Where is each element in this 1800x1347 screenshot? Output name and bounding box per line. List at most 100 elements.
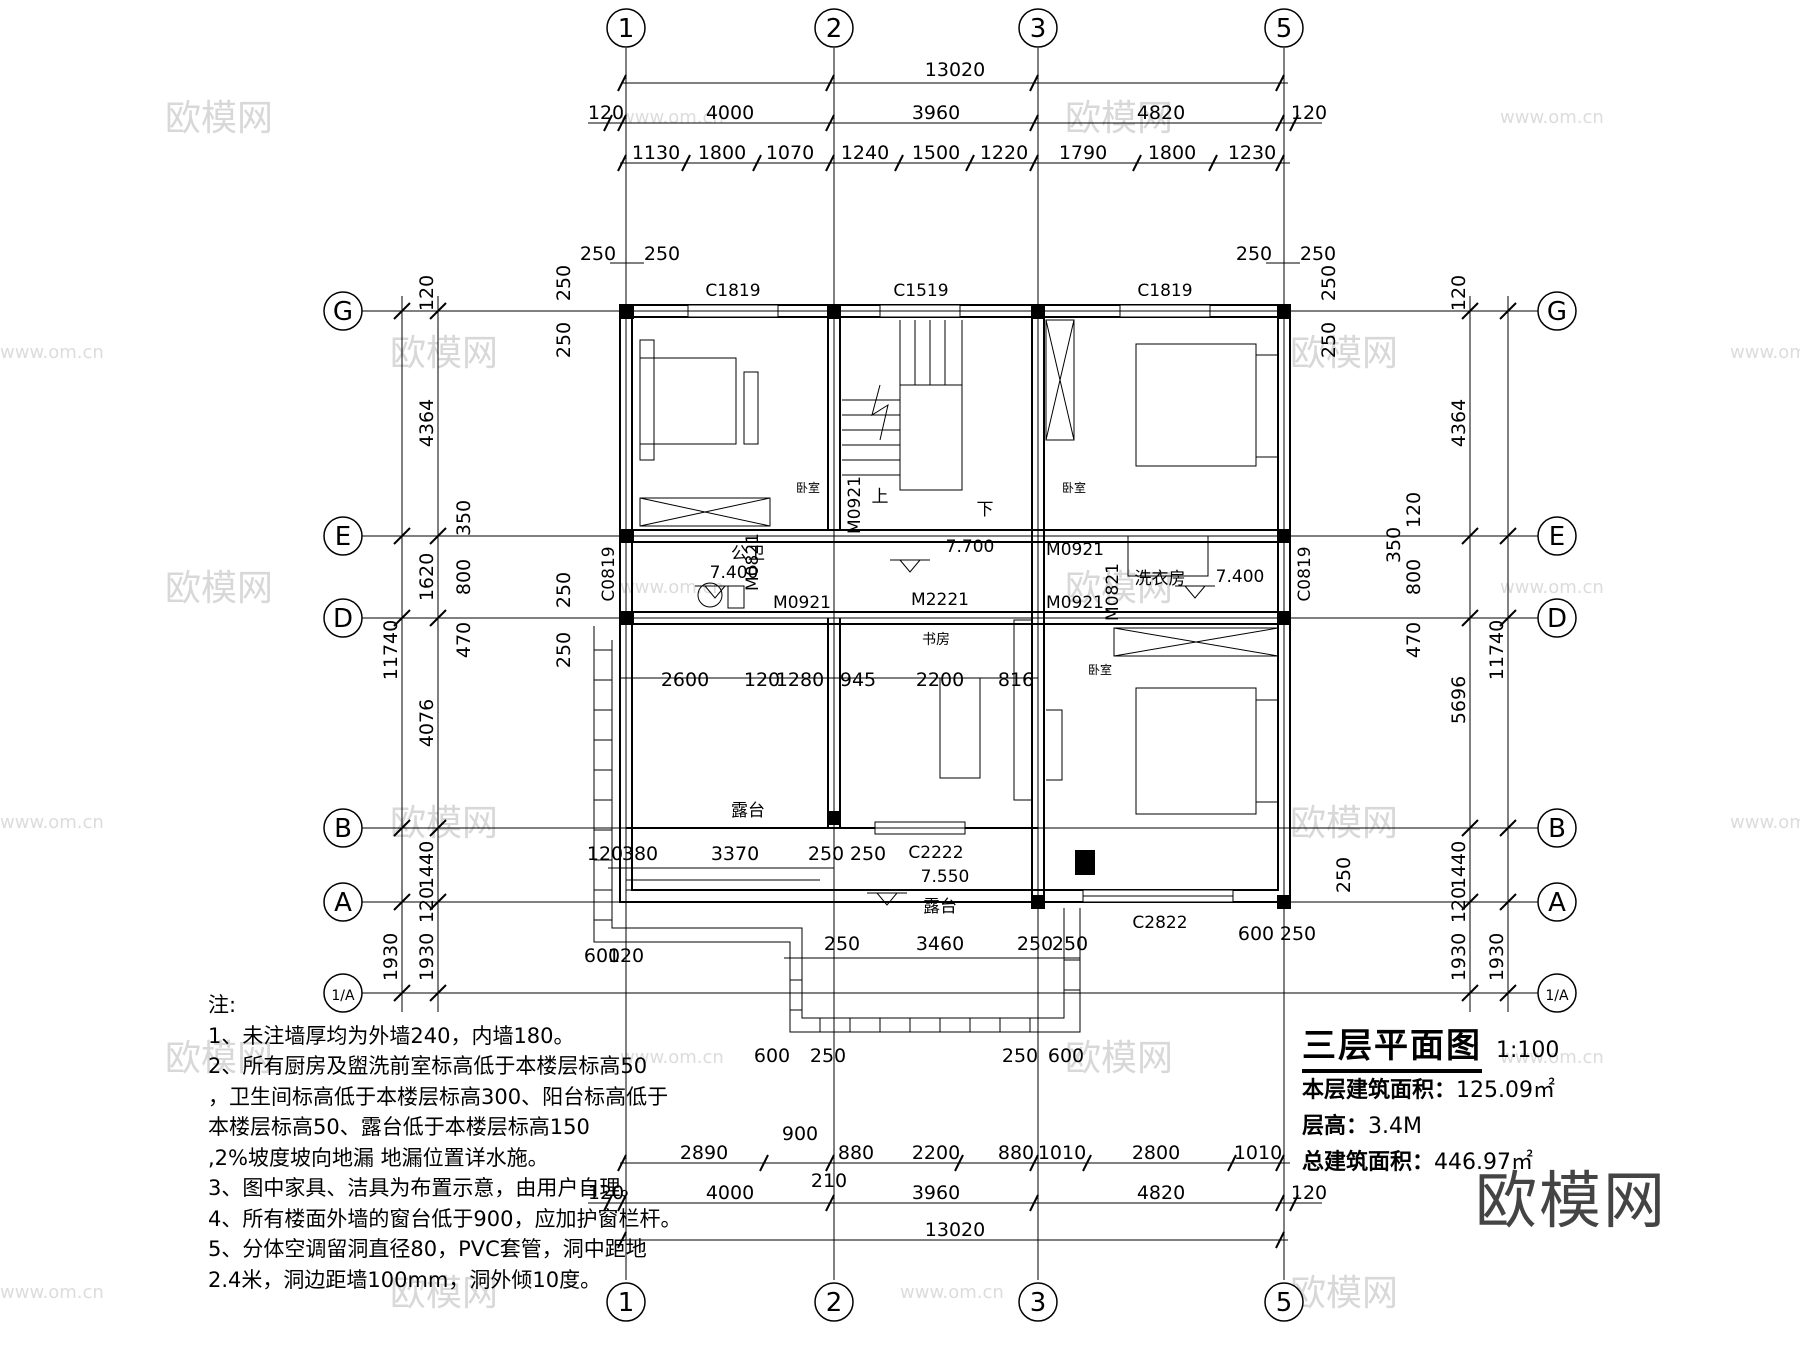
- note-line: ,2%坡度坡向地漏 地漏位置详水施。: [208, 1145, 549, 1170]
- axis-bubbles: [323, 8, 1577, 1322]
- watermark-url: www.om.cn: [1730, 812, 1800, 833]
- axis-label-left: E: [335, 522, 351, 552]
- watermark-url: www.om.cn: [0, 342, 104, 363]
- watermark-brand: 欧模网: [390, 333, 498, 374]
- watermark-brand: 欧模网: [165, 98, 273, 139]
- dim-right: 350: [1383, 527, 1405, 563]
- window-label: C2222: [908, 843, 963, 863]
- dim-top-total: 13020: [925, 59, 985, 81]
- axis-label-left: G: [333, 297, 353, 327]
- watermark-url: www.om.cn: [1730, 342, 1800, 363]
- watermark-layer: 欧模网 欧模网 欧模网 欧模网 欧模网 欧模网 欧模网 欧模网 欧模网 欧模网 …: [0, 98, 1800, 1314]
- dim-wall: 250: [1236, 243, 1272, 265]
- dim-wall: 250: [1300, 243, 1336, 265]
- window-label: C1819: [705, 281, 760, 301]
- watermark-brand: 欧模网: [1290, 333, 1398, 374]
- dim-left: 350: [453, 500, 475, 536]
- dim-bottom-detail: 210: [811, 1170, 847, 1192]
- title-scale: 1:100: [1496, 1038, 1560, 1063]
- dim-bottom-detail: 880: [838, 1142, 874, 1164]
- note-line: 2、所有厨房及盥洗前室标高低于本楼层标高50: [208, 1054, 648, 1078]
- dim-left: 470: [453, 622, 475, 658]
- note-line: 4、所有楼面外墙的窗台低于900，应加护窗栏杆。: [208, 1206, 682, 1231]
- stat-row: 本层建筑面积：125.09㎡: [1302, 1073, 1555, 1109]
- dim-interior: 250: [824, 933, 860, 955]
- room-label: 下: [977, 500, 994, 520]
- dim-left: 1440: [416, 841, 438, 889]
- dim-interior: 380: [622, 843, 658, 865]
- title-main: 三层平面图: [1302, 1018, 1482, 1073]
- design-notes: 注: 1、未注墙厚均为外墙240，内墙180。 2、所有厨房及盥洗前室标高低于本…: [208, 990, 682, 1295]
- stat-label: 本层建筑面积：: [1302, 1078, 1457, 1103]
- stat-value: 446.97㎡: [1434, 1150, 1533, 1175]
- dim-left: 250: [553, 322, 575, 358]
- door-label: M0921: [1046, 593, 1104, 613]
- dim-interior: 3370: [711, 843, 759, 865]
- drawing-title: 三层平面图 1:100: [1302, 1018, 1559, 1073]
- watermark-brand: 欧模网: [390, 1273, 498, 1314]
- area-stats: 本层建筑面积：125.09㎡ 层高：3.4M 总建筑面积：446.97㎡: [1302, 1073, 1555, 1181]
- stat-value: 3.4M: [1368, 1114, 1422, 1139]
- dim-left: 120: [416, 275, 438, 311]
- dim-right: 5696: [1448, 676, 1470, 724]
- axis-label-top: 2: [826, 14, 843, 44]
- dim-right: 1440: [1448, 841, 1470, 889]
- axis-labels: 1 2 3 5 1 2 3 5 G E D B A 1/A G E D B A …: [331, 14, 1569, 1318]
- dim-right: 250: [1333, 857, 1355, 893]
- dim-top-main: 3960: [912, 102, 960, 124]
- window-label: C0819: [599, 546, 619, 601]
- dim-right: 120: [1448, 275, 1470, 311]
- dim-interior: 120: [587, 843, 623, 865]
- room-label: 卧室: [1088, 662, 1112, 677]
- dim-top-detail: 1130: [632, 142, 680, 164]
- door-label: M0921: [1046, 540, 1104, 560]
- stat-label: 层高：: [1302, 1114, 1369, 1139]
- watermark-brand: 欧模网: [165, 1038, 273, 1079]
- dim-right: 120: [1448, 887, 1470, 923]
- room-label: 洗衣房: [1135, 569, 1186, 589]
- dim-right: 1930: [1486, 933, 1508, 981]
- door-label: M2221: [911, 590, 969, 610]
- terrace-railing: [593, 626, 1081, 1033]
- dim-left: 800: [453, 559, 475, 595]
- plan-labels: C1819 C1519 C1819 C0819 C0819 C2222 C282…: [599, 281, 1315, 933]
- note-line: 5、分体空调留洞直径80，PVC套管，洞中距地: [208, 1237, 647, 1261]
- dim-right: 120: [1403, 492, 1425, 528]
- dim-top-main: 4820: [1137, 102, 1185, 124]
- dim-bottom-main: 3960: [912, 1182, 960, 1204]
- dim-top-detail: 1800: [1148, 142, 1196, 164]
- note-line: 1、未注墙厚均为外墙240，内墙180。: [208, 1023, 575, 1048]
- watermark-brand: 欧模网: [1290, 1273, 1398, 1314]
- dim-top-detail: 1240: [841, 142, 889, 164]
- dim-bottom-main: 4820: [1137, 1182, 1185, 1204]
- dim-right: 800: [1403, 559, 1425, 595]
- dim-right: 4364: [1448, 399, 1470, 447]
- dim-interior: 250: [1002, 1045, 1038, 1067]
- axis-label-right: 1/A: [1545, 988, 1569, 1004]
- dim-top-detail: 1220: [980, 142, 1028, 164]
- stat-value: 125.09㎡: [1456, 1078, 1555, 1103]
- dim-bottom-detail: 880: [998, 1142, 1034, 1164]
- dim-interior: 120: [744, 669, 780, 691]
- watermark-brand: 欧模网: [165, 568, 273, 609]
- elevation-label: 7.700: [946, 537, 995, 557]
- axis-label-right: G: [1547, 297, 1567, 327]
- watermark-url: www.om.cn: [900, 1282, 1004, 1303]
- dim-bottom-detail: 2800: [1132, 1142, 1180, 1164]
- dimension-texts: 13020 120 4000 3960 4820 120 1130 1800 1…: [580, 59, 1336, 1241]
- note-line: 2.4米，洞边距墙100mm，洞外倾10度。: [208, 1267, 602, 1292]
- dim-top-detail: 1230: [1228, 142, 1276, 164]
- dim-interior: 120: [608, 945, 644, 967]
- windows: [687, 304, 1234, 903]
- dim-top-detail: 1790: [1059, 142, 1107, 164]
- elevation-label: 7.400: [710, 563, 759, 583]
- level-marks: [695, 559, 1215, 906]
- watermark-brand: 欧模网: [1065, 98, 1173, 139]
- room-label: 露台: [923, 897, 957, 917]
- watermark-brand: 欧模网: [1065, 1038, 1173, 1079]
- dim-left: 11740: [380, 620, 402, 680]
- staircase: [842, 320, 963, 491]
- dim-left: 120: [416, 887, 438, 923]
- axis-label-bottom: 1: [618, 1288, 635, 1318]
